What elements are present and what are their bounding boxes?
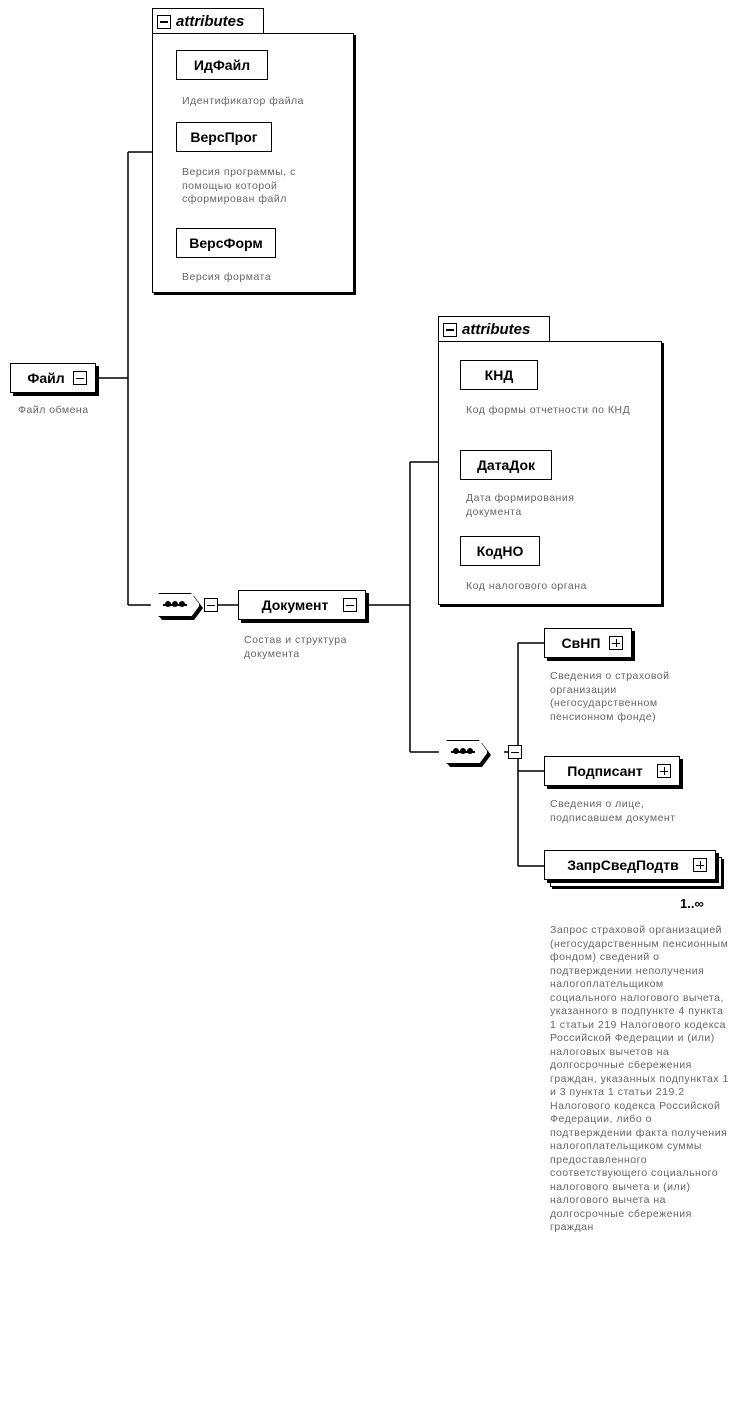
element-description: Состав и структура документа (244, 634, 347, 660)
element-label: СвНП (561, 635, 601, 651)
attributes-tab-root[interactable]: attributes (152, 8, 264, 34)
element-svnp[interactable]: СвНП (544, 628, 632, 658)
element-description: Сведения о лице, подписавшем документ (550, 798, 676, 824)
element-label: ЗапрСведПодтв (567, 857, 679, 873)
element-label: Подписант (567, 763, 643, 779)
collapse-icon[interactable] (508, 745, 523, 759)
attribute-description: Версия программы, с помощью которой сфор… (182, 166, 296, 205)
expand-icon[interactable] (609, 636, 623, 650)
collapse-icon[interactable] (157, 14, 171, 29)
attributes-tab-label: attributes (462, 321, 531, 338)
element-description: Запрос страховой организацией (негосудар… (550, 924, 729, 1233)
element-description: Сведения о страховой организации (негосу… (550, 670, 670, 723)
attribute-versform[interactable]: ВерсФорм (176, 228, 276, 258)
sequence-compositor-icon[interactable] (438, 740, 488, 764)
attribute-datadok[interactable]: ДатаДок (460, 450, 552, 480)
collapse-icon[interactable] (73, 371, 87, 385)
expand-icon[interactable] (657, 764, 671, 778)
element-podpisant[interactable]: Подписант (544, 756, 680, 786)
attribute-description: Дата формирования документа (466, 492, 575, 518)
element-zaprsvedpodtv[interactable]: ЗапрСведПодтв (544, 850, 716, 880)
expand-icon[interactable] (693, 858, 707, 872)
cardinality-label: 1..∞ (680, 896, 704, 911)
root-element-fail[interactable]: Файл (10, 363, 96, 393)
attribute-description: Код формы отчетности по КНД (466, 404, 631, 416)
element-dokument[interactable]: Документ (238, 590, 366, 620)
sequence-compositor-icon[interactable] (150, 593, 200, 617)
attribute-kodno[interactable]: КодНО (460, 536, 540, 566)
attribute-description: Версия формата (182, 271, 272, 283)
collapse-icon[interactable] (343, 598, 357, 612)
attribute-idfail[interactable]: ИдФайл (176, 50, 268, 80)
root-element-description: Файл обмена (18, 404, 89, 416)
collapse-icon[interactable] (204, 598, 218, 612)
attribute-description: Код налогового органа (466, 580, 587, 592)
attribute-description: Идентификатор файла (182, 95, 305, 107)
attributes-tab-document[interactable]: attributes (438, 316, 550, 342)
attribute-versprog[interactable]: ВерсПрог (176, 122, 272, 152)
root-element-label: Файл (27, 370, 65, 386)
collapse-icon[interactable] (443, 322, 457, 337)
attribute-knd[interactable]: КНД (460, 360, 538, 390)
attributes-tab-label: attributes (176, 13, 245, 30)
element-label: Документ (261, 597, 329, 613)
